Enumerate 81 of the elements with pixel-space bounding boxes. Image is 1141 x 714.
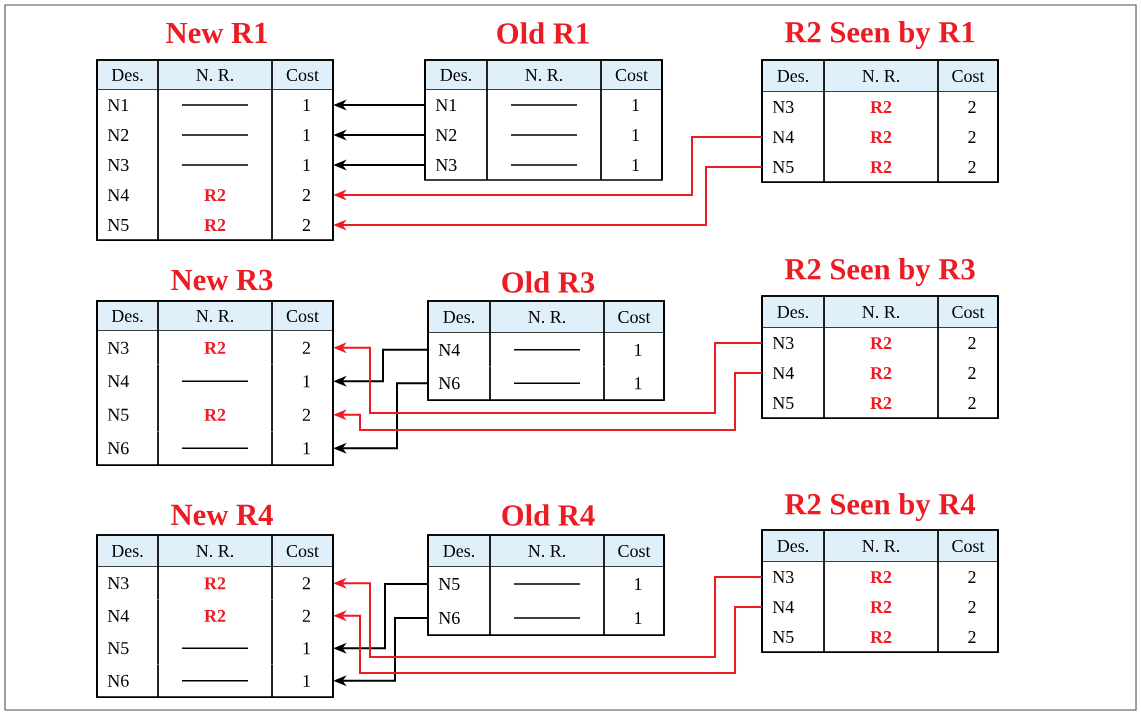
table-row: N5 1	[427, 566, 665, 602]
node-label: N6	[107, 442, 129, 455]
table-row: N4 1	[96, 363, 334, 399]
table-row: N4 R2 2	[761, 357, 999, 389]
table-header: Des. N. R. Cost	[761, 529, 999, 563]
node-label: New R3	[171, 269, 273, 291]
table-header: Des. N. R. Cost	[96, 59, 334, 91]
node-label: R2	[870, 337, 892, 349]
table-row: N3 R2 2	[761, 327, 999, 359]
node-label: N3	[107, 577, 129, 590]
table-header: Des. N. R. Cost	[96, 300, 334, 332]
table-row: N5 R2 2	[761, 387, 999, 419]
table-header: Des. N. R. Cost	[427, 534, 665, 568]
node-label: 1	[303, 99, 310, 111]
table-row: N1 1	[96, 89, 334, 121]
node-label: New R1	[166, 22, 267, 44]
node-label: 1	[303, 442, 310, 455]
node-label: N1	[435, 99, 457, 111]
node-label: 2	[302, 609, 311, 622]
node-label: R2 Seen by R4	[784, 493, 976, 521]
table-row: N3 R2 2	[96, 566, 334, 601]
node-label: R2 Seen by R3	[784, 258, 975, 286]
node-label: N5	[438, 578, 460, 590]
node-label: N6	[107, 674, 129, 687]
table-row: N4 R2 2	[761, 121, 999, 153]
node-label: 1	[635, 377, 642, 390]
table-header: Des. N. R. Cost	[761, 59, 999, 93]
node-label: R2	[870, 101, 892, 113]
node-label: 2	[968, 337, 976, 349]
node-label: N3	[107, 341, 129, 354]
node-label: N3	[772, 570, 794, 584]
node-label: 2	[968, 101, 976, 113]
table-header: Des. N. R. Cost	[96, 534, 334, 568]
node-label: 2	[302, 341, 311, 354]
node-label: Old R3	[502, 271, 595, 293]
node-label: Old R4	[502, 504, 595, 526]
table-row: N3 1	[96, 149, 334, 181]
node-label: N1	[107, 99, 129, 111]
table-row: N1 1	[424, 89, 663, 121]
table-row: N4 R2 2	[96, 598, 334, 633]
node-label: N6	[438, 377, 460, 390]
node-label: 2	[968, 571, 976, 583]
node-label: R2	[204, 577, 226, 590]
table-row: N5 R2 2	[96, 397, 334, 433]
table-row: N5 R2 2	[96, 209, 334, 241]
node-label: N4	[107, 375, 129, 388]
table-row: N6 1	[427, 600, 665, 636]
node-label: N3	[772, 100, 794, 114]
node-label: 2	[302, 577, 311, 590]
table-row: N5 R2 2	[761, 621, 999, 653]
table-row: N5 R2 2	[761, 151, 999, 183]
table-row: N3 R2 2	[761, 561, 999, 593]
node-label: New R4	[171, 504, 273, 526]
table-row: N6 1	[96, 430, 334, 466]
node-label: N4	[438, 343, 460, 356]
table-row: N4 1	[427, 332, 665, 368]
table-row: N3 R2 2	[761, 91, 999, 123]
node-label: R2	[204, 609, 226, 622]
table-row: N5 1	[96, 631, 334, 666]
node-label: 1	[303, 674, 310, 687]
node-label: N4	[107, 609, 129, 622]
node-label: N3	[772, 336, 794, 350]
table-row: N4 R2 2	[761, 591, 999, 623]
table-row: N2 1	[424, 119, 663, 151]
node-label: 1	[303, 375, 310, 388]
table-header: Des. N. R. Cost	[424, 59, 663, 91]
table-row: N3 1	[424, 149, 663, 181]
table-row: N3 R2 2	[96, 330, 334, 366]
table-row: N4 R2 2	[96, 179, 334, 211]
table-row: N6 1	[96, 663, 334, 698]
node-label: Old R1	[497, 22, 589, 44]
node-label: 1	[632, 99, 639, 111]
node-label: 1	[635, 578, 642, 590]
node-label: R2	[870, 571, 892, 583]
node-label: 1	[635, 343, 642, 356]
table-row: N2 1	[96, 119, 334, 151]
node-label: R2	[204, 341, 226, 354]
table-header: Des. N. R. Cost	[761, 295, 999, 329]
table-row: N6 1	[427, 365, 665, 401]
node-label: R2 Seen by R1	[784, 21, 975, 49]
table-header: Des. N. R. Cost	[427, 300, 665, 334]
